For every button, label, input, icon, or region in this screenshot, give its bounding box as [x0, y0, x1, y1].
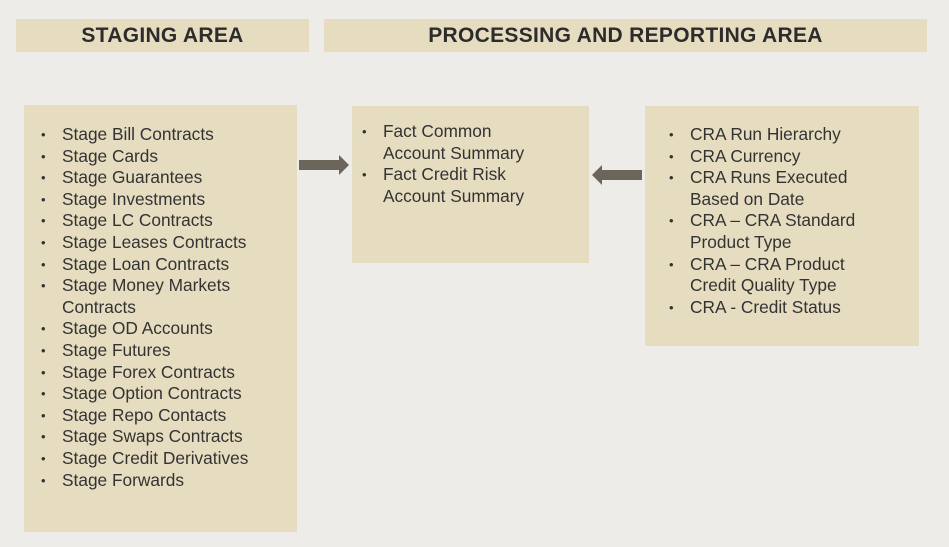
- list-item: Stage Futures: [41, 340, 297, 362]
- list-item: Stage OD Accounts: [41, 318, 297, 340]
- list-item: CRA Run Hierarchy: [669, 124, 930, 146]
- list-item: CRA Runs Executed Based on Date: [669, 167, 930, 210]
- list-item: Stage Repo Contacts: [41, 405, 297, 427]
- list-item: Stage LC Contracts: [41, 210, 297, 232]
- list-item: Fact Common Account Summary: [362, 121, 593, 164]
- list-item: Stage Forwards: [41, 470, 297, 492]
- list-item: Stage Bill Contracts: [41, 124, 297, 146]
- processing-area-title: PROCESSING AND REPORTING AREA: [428, 23, 823, 47]
- staging-tables-box: Stage Bill Contracts Stage Cards Stage G…: [24, 105, 297, 532]
- staging-list: Stage Bill Contracts Stage Cards Stage G…: [41, 124, 297, 491]
- fact-list: Fact Common Account Summary Fact Credit …: [362, 121, 589, 207]
- list-item: Stage Investments: [41, 189, 297, 211]
- list-item: Stage Forex Contracts: [41, 362, 297, 384]
- staging-area-header: STAGING AREA: [16, 19, 309, 52]
- list-item: CRA Currency: [669, 146, 930, 168]
- list-item: Stage Money Markets Contracts: [41, 275, 297, 318]
- list-item: Stage Cards: [41, 146, 297, 168]
- cra-list: CRA Run Hierarchy CRA Currency CRA Runs …: [669, 124, 919, 318]
- list-item: CRA - Credit Status: [669, 297, 930, 319]
- list-item: Stage Swaps Contracts: [41, 426, 297, 448]
- list-item: Stage Credit Derivatives: [41, 448, 297, 470]
- list-item: Stage Guarantees: [41, 167, 297, 189]
- right-arrow-icon: [299, 155, 349, 175]
- staging-area-title: STAGING AREA: [81, 23, 244, 47]
- list-item: Stage Leases Contracts: [41, 232, 297, 254]
- left-arrow-icon: [592, 165, 642, 185]
- processing-reporting-area-header: PROCESSING AND REPORTING AREA: [324, 19, 927, 52]
- list-item: Fact Credit Risk Account Summary: [362, 164, 593, 207]
- list-item: Stage Option Contracts: [41, 383, 297, 405]
- cra-tables-box: CRA Run Hierarchy CRA Currency CRA Runs …: [645, 106, 919, 346]
- list-item: Stage Loan Contracts: [41, 254, 297, 276]
- list-item: CRA – CRA Standard Product Type: [669, 210, 930, 253]
- fact-tables-box: Fact Common Account Summary Fact Credit …: [352, 106, 589, 263]
- list-item: CRA – CRA Product Credit Quality Type: [669, 254, 930, 297]
